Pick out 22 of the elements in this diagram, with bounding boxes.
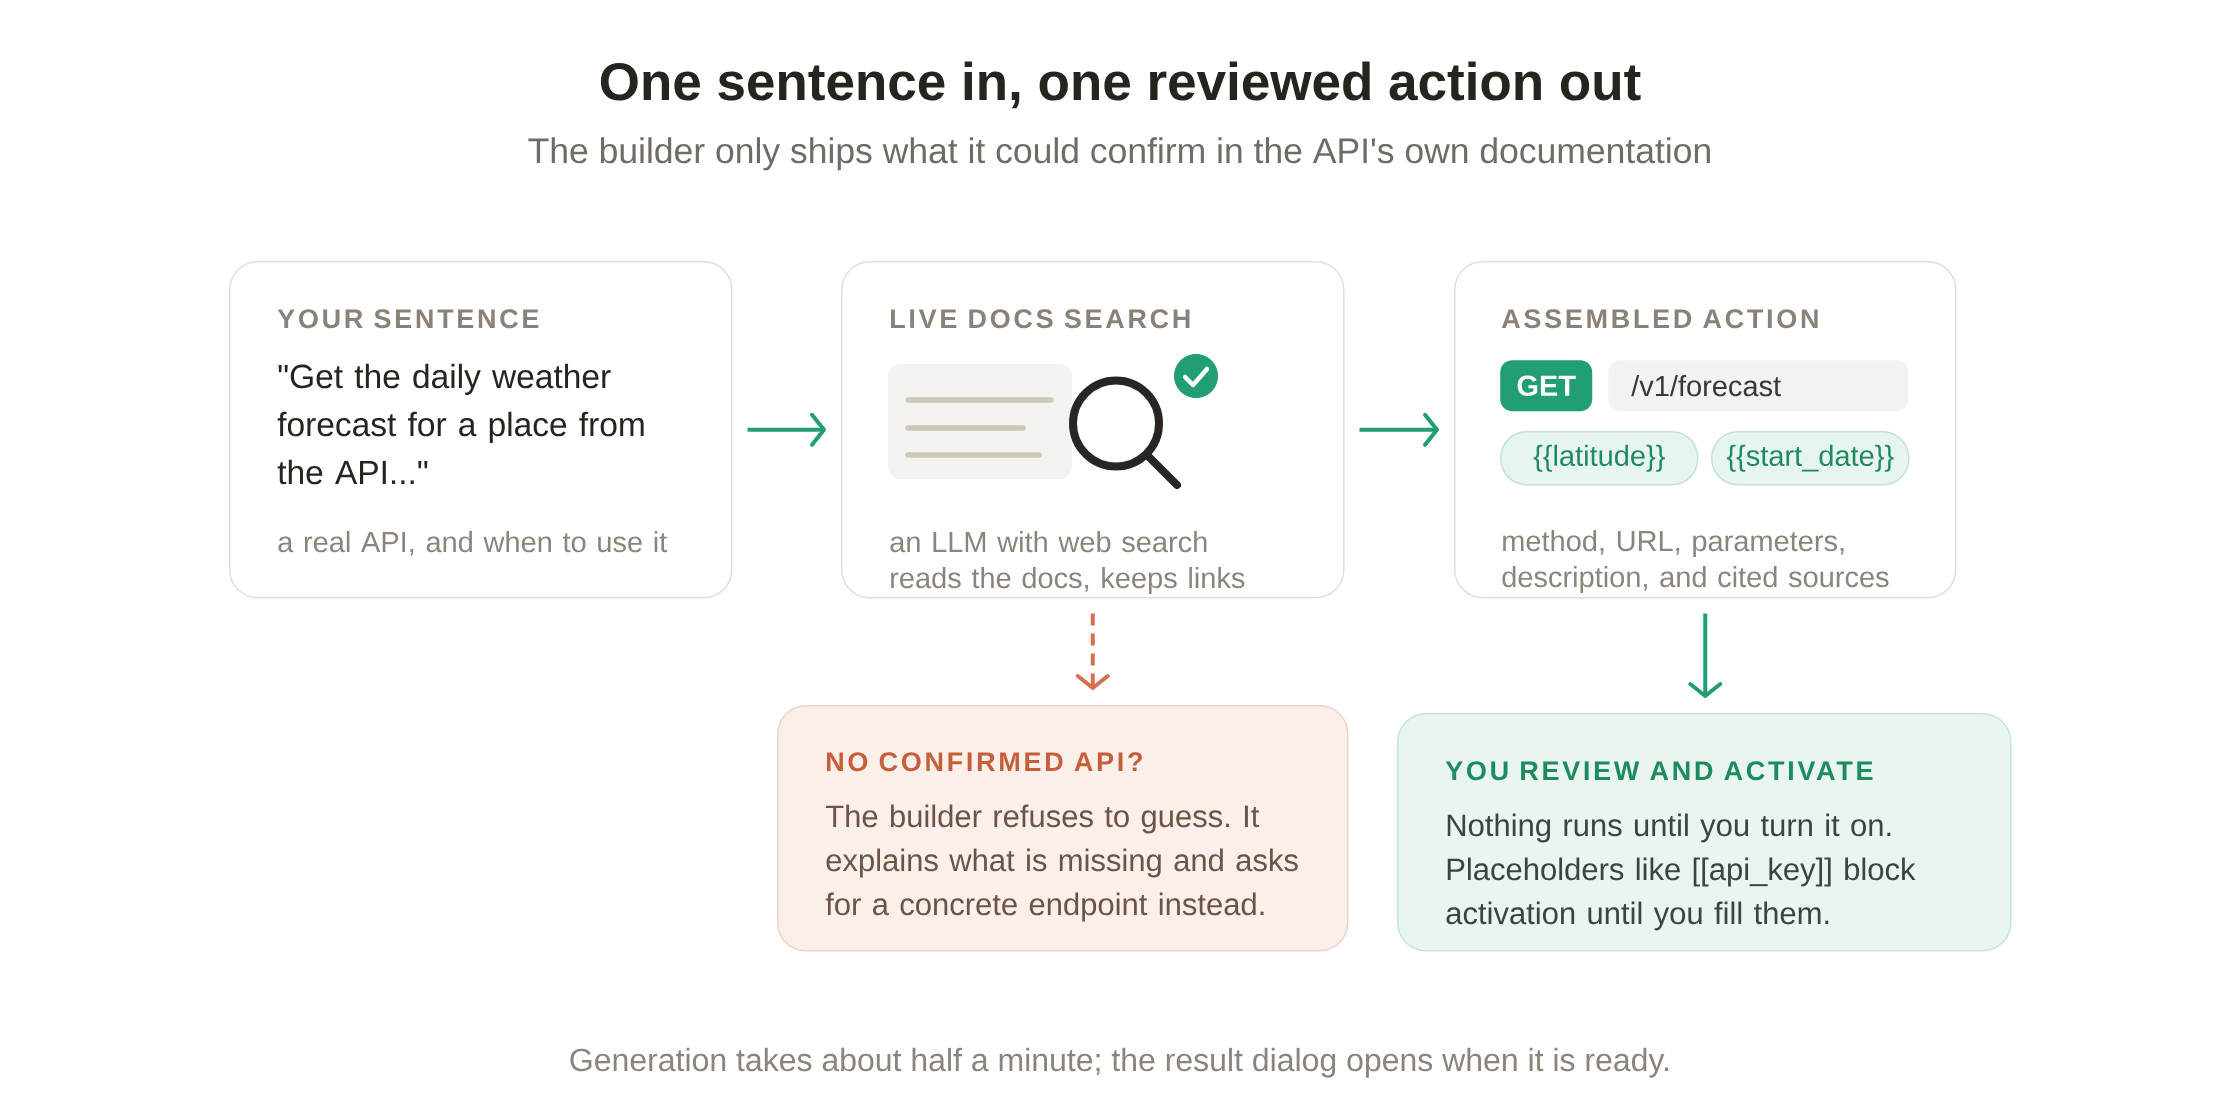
parameter-pill: {{latitude}} [1500, 431, 1699, 486]
title: One sentence in, one reviewed action out [600, 61, 1641, 109]
arrow [1359, 412, 1439, 447]
card-note: a real API, and when to use it [278, 531, 668, 556]
card-heading: YOUR SENTENCE [277, 309, 539, 329]
arrow [1688, 613, 1723, 698]
arrow [747, 412, 826, 447]
card-note: an LLM with web search reads the docs, keeps links [890, 531, 1245, 594]
card-heading: NO CONFIRMED API? [827, 752, 1142, 772]
url-field: /v1/forecast [1608, 360, 1909, 412]
footnote: Generation takes about half a minute; the result dialog opens when it is ready. [570, 1047, 1669, 1078]
card-note: method, URL, parameters, description, and cited sources [1502, 530, 1889, 593]
arrow [1075, 613, 1110, 690]
card-text: The builder refuses to guess. It explains what is missing and asks for a concrete endpoint instead. [825, 804, 1298, 922]
card-heading: LIVE DOCS SEARCH [891, 309, 1190, 329]
card-heading: YOU REVIEW AND ACTIVATE [1445, 761, 1873, 781]
quote-text: "Get the daily weather forecast for a place from the API..." [277, 363, 644, 485]
method-badge: GET [1500, 360, 1593, 412]
subtitle: The builder only ships what it could confirm in the API's own documentation [528, 137, 1710, 171]
card-heading: ASSEMBLED ACTION [1501, 309, 1818, 329]
parameter-pill: {{start_date}} [1711, 431, 1910, 486]
card-text: Nothing runs until you turn it on. Placeholders like [[api_key]] block activation until you fill them. [1446, 813, 1916, 931]
